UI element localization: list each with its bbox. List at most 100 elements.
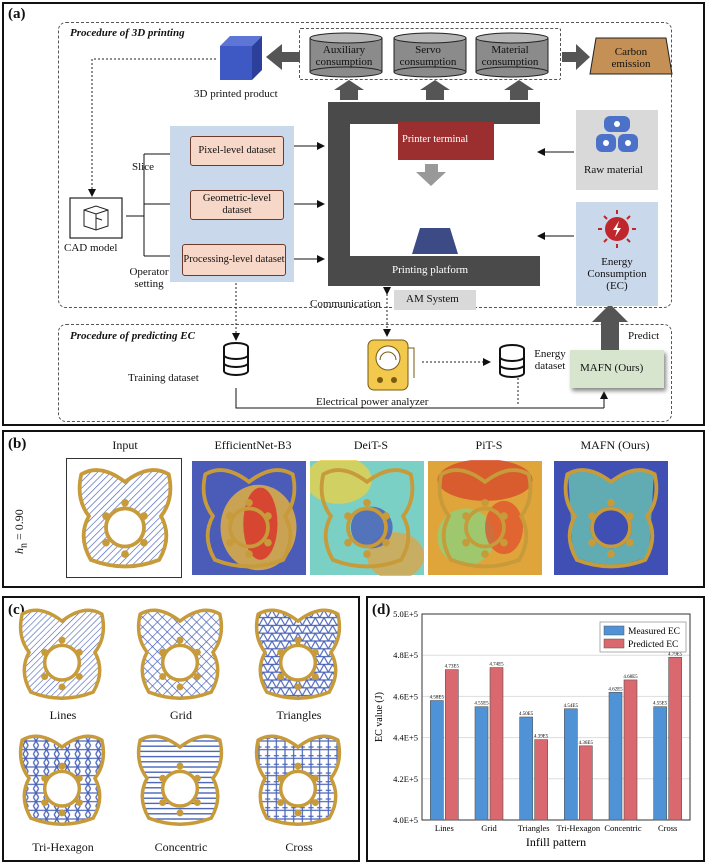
bar-predicted: [489, 667, 504, 821]
y-tick-label: 4.0E+5: [393, 815, 418, 825]
consumption-cylinders: [309, 32, 549, 78]
data-label: 4.79E5: [668, 652, 683, 657]
bar-measured: [474, 706, 489, 821]
pattern-grid-image: [128, 602, 232, 706]
heatmap-deit: [310, 460, 424, 576]
x-tick-label: Triangles: [518, 823, 550, 833]
am-system-label: AM System: [406, 293, 459, 305]
predict-label: Predict: [628, 330, 660, 342]
data-label: 4.73E5: [445, 665, 460, 670]
geometric-level-dataset: Geometric-level dataset: [190, 190, 284, 220]
pattern-trihexagon-image: [10, 728, 114, 832]
x-tick-label: Grid: [481, 823, 497, 833]
data-label: 4.74E5: [489, 663, 504, 668]
pattern-grid-label: Grid: [170, 708, 192, 722]
data-label: 4.36E5: [579, 741, 594, 746]
servo-consumption: Servo consumption: [399, 44, 457, 68]
data-label: 4.55E5: [653, 702, 668, 707]
pattern-trihexagon-label: Tri-Hexagon: [32, 840, 94, 854]
energy-database-icon: [499, 344, 525, 378]
bar-measured: [564, 708, 578, 821]
printer-frame-top: [328, 102, 540, 124]
y-tick-label: 4.4E+5: [393, 733, 418, 743]
panel-b: (b) hn = 0.90 Input EfficientNet-B3 DeiT…: [2, 430, 705, 588]
printer-terminal-label: Printer terminal: [402, 134, 469, 145]
print-bed-shape: [412, 228, 458, 254]
auxiliary-consumption: Auxiliary consumption: [315, 44, 373, 68]
legend-swatch: [603, 638, 625, 649]
heatmap-mafn: [554, 461, 668, 575]
x-tick-label: Cross: [658, 823, 677, 833]
cylinder-material: [475, 32, 549, 78]
pattern-cross-image: [246, 728, 350, 832]
plot-frame: [421, 613, 691, 821]
operator-setting-label: Operator setting: [129, 266, 169, 290]
col-title-mafn: MAFN (Ours): [580, 438, 650, 452]
cylinder-servo: [393, 32, 467, 78]
cad-model-label: CAD model: [64, 242, 118, 254]
y-tick-label: 5.0E+5: [393, 609, 418, 619]
data-label: 4.62E5: [608, 687, 623, 692]
panel-a: (a) Procedure of 3D printing Procedure o…: [2, 2, 705, 426]
data-label: 4.55E5: [474, 702, 489, 707]
raw-material-label: Raw material: [584, 164, 643, 176]
carbon-emission-label: Carbon emission: [611, 46, 651, 70]
input-part-image: [68, 460, 182, 576]
energy-dataset-label: Energy dataset: [534, 348, 566, 372]
y-tick-label: 4.6E+5: [393, 691, 418, 701]
x-tick-label: Concentric: [604, 823, 642, 833]
training-database-icon: [223, 342, 249, 376]
bar-measured: [653, 706, 667, 821]
heatmap-efficientnet: [192, 461, 306, 575]
legend-entry: Measured EC: [628, 627, 680, 637]
processing-level-dataset: Processing-level dataset: [182, 244, 286, 276]
training-dataset-label: Training dataset: [128, 372, 199, 384]
printed-product-label: 3D printed product: [194, 88, 278, 100]
print-procedure-title: Procedure of 3D printing: [70, 27, 185, 39]
y-tick-label: 4.2E+5: [393, 774, 418, 784]
cube-icon: [220, 36, 262, 80]
power-analyzer-icon: [367, 339, 415, 391]
col-title-efficientnet: EfficientNet-B3: [214, 438, 292, 452]
carbon-emission-shape: [589, 37, 673, 75]
printing-platform: [328, 256, 540, 286]
pattern-lines-image: [10, 602, 114, 706]
data-label: 4.58E5: [430, 696, 445, 701]
spool-icon: [596, 116, 638, 152]
printing-platform-label: Printing platform: [392, 264, 469, 276]
printer-terminal: [398, 122, 494, 160]
mafn-label: MAFN (Ours): [580, 362, 644, 374]
am-system-box: [394, 290, 476, 310]
pattern-concentric-image: [128, 728, 232, 832]
ec-bar-chart: 4.0E+54.2E+54.4E+54.6E+54.8E+55.0E+54.58…: [374, 609, 691, 849]
row-label: hn = 0.90: [12, 509, 29, 554]
bar-predicted: [534, 739, 548, 821]
communication-label: Communication: [310, 298, 381, 310]
data-label: 4.68E5: [623, 675, 638, 680]
pattern-triangles-image: [246, 602, 350, 706]
panel-b-label: (b): [8, 436, 27, 452]
bar-measured: [430, 700, 444, 821]
pattern-cross-label: Cross: [285, 840, 313, 854]
mafn-box: [570, 350, 664, 388]
predict-procedure-title: Procedure of predicting EC: [70, 330, 195, 342]
slice-label: Slice: [132, 161, 154, 173]
panel-c-label: (c): [8, 602, 25, 618]
predict-procedure-region: [58, 324, 672, 422]
pattern-triangles-label: Triangles: [276, 708, 322, 722]
energy-consumption-label: Energy Consumption (EC): [587, 256, 647, 292]
bar-measured: [519, 716, 533, 821]
panel-d-label: (d): [372, 602, 391, 618]
col-title-pit: PiT-S: [475, 438, 503, 452]
bar-predicted: [623, 679, 638, 821]
print-procedure-region: [58, 22, 672, 308]
data-label: 4.54E5: [564, 704, 579, 709]
y-axis-label: EC value (J): [374, 692, 385, 742]
x-tick-label: Tri-Hexagon: [557, 823, 601, 833]
legend-swatch: [603, 625, 625, 636]
cylinder-auxiliary: [309, 32, 383, 78]
printer-frame-left: [328, 102, 350, 286]
panel-c: (c) Lines Grid Triangles Tri-Hexagon Con…: [2, 596, 360, 862]
row-label-var: h: [12, 548, 26, 554]
